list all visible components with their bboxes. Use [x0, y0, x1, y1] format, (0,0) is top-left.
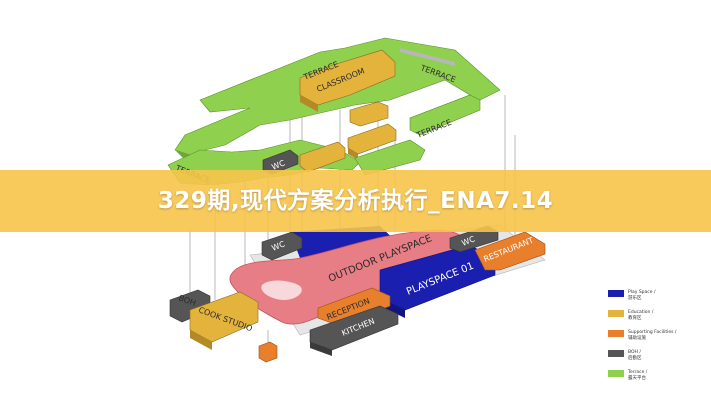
legend-swatch	[608, 330, 624, 337]
legend-sublabel: 后勤区	[628, 356, 642, 361]
title-banner: 329期,现代方案分析执行_ENA7.14	[0, 170, 711, 232]
legend-swatch	[608, 290, 624, 297]
legend-item-terrace: Terrace / 露天平台	[608, 370, 708, 390]
legend-label: Supporting Facilities /	[628, 330, 677, 335]
legend-label: Terrace /	[628, 370, 648, 375]
legend-swatch	[608, 350, 624, 357]
legend-sublabel: 露天平台	[628, 376, 646, 381]
legend-item-boh: BOH / 后勤区	[608, 350, 708, 370]
legend-label: BOH /	[628, 350, 641, 355]
legend-item-supporting-facilities: Supporting Facilities / 辅助设施	[608, 330, 708, 350]
ground-level	[169, 224, 546, 363]
legend-label: Education /	[628, 310, 654, 315]
legend-item-play-space: Play Space / 游乐区	[608, 290, 708, 310]
legend-label: Play Space /	[628, 290, 656, 295]
legend-swatch	[608, 310, 624, 317]
upper-terrace-level	[167, 37, 501, 186]
banner-title: 329期,现代方案分析执行_ENA7.14	[157, 188, 554, 214]
legend-sublabel: 辅助设施	[628, 336, 646, 341]
legend: Play Space / 游乐区 Education / 教育区 Support…	[608, 290, 708, 390]
legend-sublabel: 游乐区	[628, 296, 642, 301]
legend-swatch	[608, 370, 624, 377]
legend-sublabel: 教育区	[628, 316, 642, 321]
legend-item-education: Education / 教育区	[608, 310, 708, 330]
